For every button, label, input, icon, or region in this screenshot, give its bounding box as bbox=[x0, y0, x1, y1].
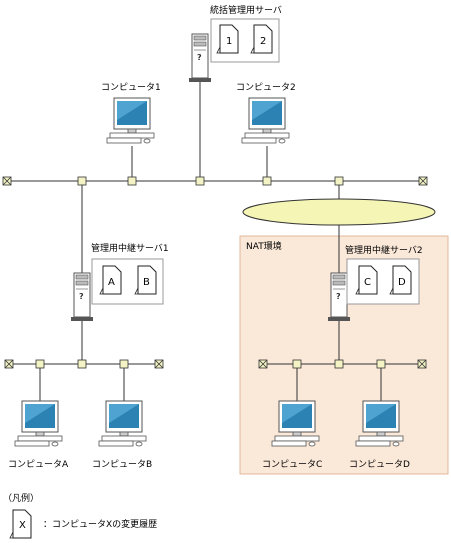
connection-node bbox=[376, 359, 386, 369]
connection-node bbox=[119, 359, 129, 369]
computer-1-label: コンピュータ1 bbox=[101, 82, 161, 93]
connection-node bbox=[195, 176, 205, 186]
doc-label: C bbox=[364, 277, 371, 288]
connection-node bbox=[35, 359, 45, 369]
computer-icon bbox=[355, 400, 404, 447]
computer-c-label: コンピュータC bbox=[262, 459, 322, 470]
connection-node bbox=[334, 359, 344, 369]
computer-d-label: コンピュータD bbox=[349, 459, 410, 470]
terminator bbox=[4, 359, 14, 369]
terminator bbox=[417, 359, 427, 369]
nat-label: NAT環境 bbox=[246, 240, 282, 252]
relay-server-1-label: 管理用中継サーバ1 bbox=[91, 242, 169, 254]
terminator bbox=[418, 176, 428, 186]
top-server-icon bbox=[188, 33, 212, 83]
relay-server-1-icon bbox=[70, 272, 94, 322]
legend-description: ：コンピュータXの変更履歴 bbox=[43, 518, 157, 530]
connection-node bbox=[292, 359, 302, 369]
computer-icon bbox=[241, 97, 290, 144]
terminator bbox=[258, 359, 268, 369]
computer-icon bbox=[106, 97, 155, 144]
top-server-label: 統括管理用サーバ bbox=[210, 4, 282, 16]
connection-node bbox=[334, 176, 344, 186]
connection-node bbox=[262, 176, 272, 186]
computer-a-label: コンピュータA bbox=[8, 459, 69, 470]
connection-node bbox=[127, 176, 137, 186]
computer-icon bbox=[14, 400, 63, 447]
computer-b-label: コンピュータB bbox=[92, 459, 152, 470]
doc-label: 1 bbox=[226, 36, 232, 47]
doc-label: D bbox=[398, 277, 406, 288]
doc-label: A bbox=[108, 277, 115, 288]
connection-node bbox=[77, 176, 87, 186]
doc-label: 2 bbox=[260, 36, 266, 47]
doc-label: B bbox=[143, 277, 150, 288]
connection-node bbox=[77, 359, 87, 369]
computer-icon bbox=[98, 400, 147, 447]
network-ellipse bbox=[242, 198, 436, 226]
computer-2-label: コンピュータ2 bbox=[236, 82, 296, 93]
computer-icon bbox=[271, 400, 320, 447]
terminator bbox=[154, 359, 164, 369]
legend-title: （凡例） bbox=[3, 492, 39, 504]
terminator bbox=[2, 176, 12, 186]
legend-doc-symbol: X bbox=[19, 520, 26, 531]
relay-server-2-label: 管理用中継サーバ2 bbox=[345, 244, 423, 256]
